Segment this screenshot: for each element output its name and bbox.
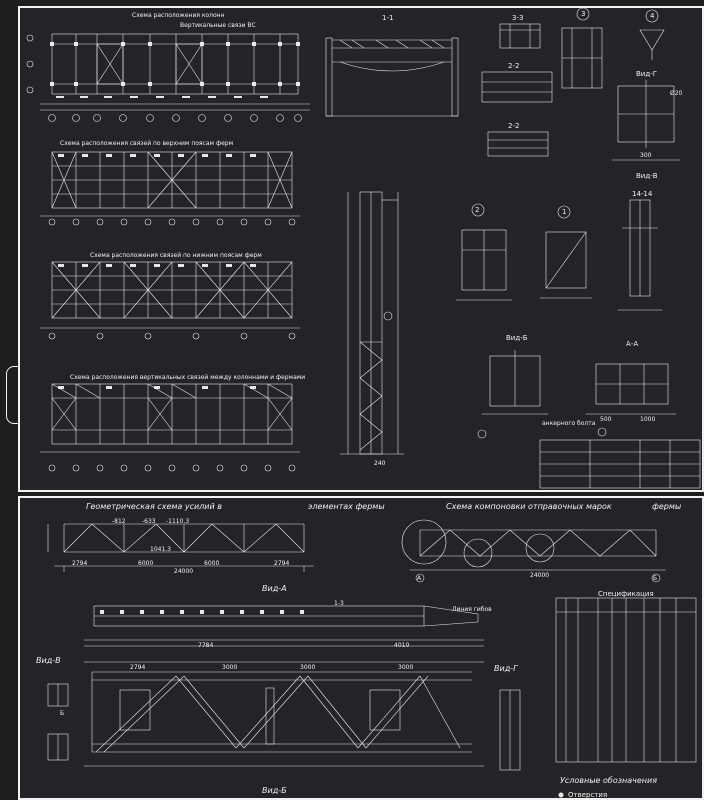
title-block [539, 439, 701, 489]
annotation-marks [56, 96, 564, 798]
section-14-14-label: 14-14 [632, 190, 653, 198]
view-a-title: Вид-А [262, 584, 287, 593]
section-3-3-label: 3-3 [512, 14, 524, 22]
section-a-a-label: А-А [626, 340, 639, 348]
view-v-title: Вид-В [36, 656, 61, 665]
view-g-detail [499, 689, 521, 771]
view-v-label: Вид-В [636, 172, 658, 180]
plan-columns [40, 33, 310, 111]
force-4: 1041.3 [150, 546, 171, 553]
dim-2794-detail: 2794 [130, 664, 146, 671]
detail-node-2 [456, 203, 512, 301]
plan-bottom-bracing [40, 261, 300, 329]
view-g-top [612, 80, 680, 161]
section-1-1-label: 1-1 [382, 14, 394, 22]
layout-title: Схема компоновки отправочных марок [446, 502, 612, 511]
detail-node-1 [540, 205, 592, 299]
spec-table [555, 597, 697, 763]
section-2-2-label: 2-2 [508, 62, 520, 70]
node-1-label: 1 [562, 208, 567, 216]
force-3: -1110.3 [166, 518, 190, 525]
dim-2794-left: 2794 [72, 560, 88, 567]
plan-axis-bubbles [26, 34, 302, 122]
dim-240-label: 240 [374, 460, 386, 467]
label-a-right: А [417, 575, 422, 582]
weld-note: Линия гибов [452, 606, 492, 613]
roof-top-title: Схема расположения связей по верхним поя… [60, 140, 234, 147]
node-4-label: 4 [650, 12, 655, 20]
shipping-marks-scheme [401, 519, 666, 583]
section-2-2-upper [481, 71, 553, 103]
dim-7784: 7784 [198, 642, 214, 649]
node-3-label: 3 [581, 10, 586, 18]
view-b-label: Вид-Б [506, 334, 528, 342]
dim-3000-a: 3000 [222, 664, 238, 671]
geom-title: Геометрическая схема усилий в [86, 502, 222, 511]
dim-3000-c: 3000 [398, 664, 414, 671]
view-b-title: Вид-Б [262, 786, 287, 795]
truss-detail-main [84, 661, 484, 767]
section-2-2-lower [487, 131, 549, 157]
dim-6000-a: 6000 [138, 560, 154, 567]
force-2: -633 [142, 518, 156, 525]
phi20-label: Ø20 [670, 90, 683, 97]
bolt-label: анкерного болта [542, 420, 596, 427]
dim-500-label: 500 [600, 416, 612, 423]
section-1-1-frame [325, 37, 459, 117]
view-g-title: Вид-Г [494, 664, 518, 673]
roof-bot-title: Схема расположения связей по нижним пояс… [90, 252, 262, 259]
truss-geometric-scheme [47, 523, 314, 572]
label-b-left: Б [60, 710, 65, 717]
span-label-2: 24000 [530, 572, 550, 579]
dim-300-label: 300 [640, 152, 652, 159]
dim-6000-b: 6000 [204, 560, 220, 567]
section-2-2b-label: 2-2 [508, 122, 520, 130]
label-b-right: Б [653, 575, 658, 582]
view-b-base [477, 350, 548, 439]
dim-1000-label: 1000 [640, 416, 656, 423]
drawing-sheet-1 [18, 6, 704, 492]
plan-bottom-bubbles [48, 332, 296, 340]
legend-holes: Отверстия [568, 791, 608, 799]
column-elevation [340, 191, 404, 455]
elevation-bubbles [48, 464, 296, 472]
view-g-label: Вид-Г [636, 70, 657, 78]
view-a-chord [84, 605, 484, 647]
section-3-3 [499, 23, 541, 49]
elevation-vertical-bracing [40, 383, 300, 453]
detail-3 [561, 7, 603, 89]
detail-4 [639, 9, 665, 60]
dim-4010: 4010 [394, 642, 410, 649]
force-1: -812 [112, 518, 126, 525]
section-a-a [586, 363, 676, 437]
plan-top-bubbles [48, 218, 296, 226]
node-2-label: 2 [475, 206, 480, 214]
legend-title: Условные обозначения [560, 776, 658, 785]
plan-top-bracing [40, 151, 300, 217]
geom-title-2: элементах фермы [308, 502, 385, 511]
binding-strip [6, 366, 19, 424]
plan-vs-label: Вертикальные связи ВС [180, 22, 256, 29]
section-14-14 [618, 199, 662, 311]
section-1-3-label: 1-3 [334, 600, 344, 607]
layout-title-2: фермы [652, 502, 682, 511]
plan-title: Схема расположения колонн [132, 12, 225, 19]
dim-3000-b: 3000 [300, 664, 316, 671]
span-label-1: 24000 [174, 568, 194, 575]
vert-title: Схема расположения вертикальных связей м… [70, 374, 306, 381]
spec-title: Спецификация [598, 590, 654, 598]
view-v-detail [47, 683, 69, 761]
dim-2794-right: 2794 [274, 560, 290, 567]
